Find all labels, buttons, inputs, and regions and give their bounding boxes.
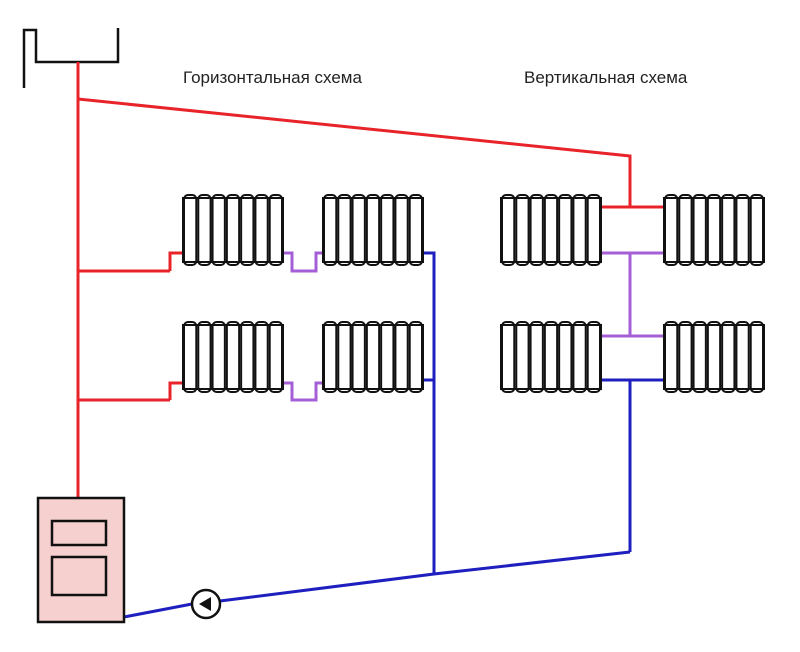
radiator-vertical-top-left [500, 194, 602, 266]
radiator-horizontal-bottom-left [182, 321, 284, 393]
boiler-icon [36, 496, 126, 624]
radiator-horizontal-bottom-right [322, 321, 424, 393]
radiator-vertical-top-right [663, 194, 765, 266]
radiator-horizontal-top-right [322, 194, 424, 266]
vertical-scheme-title: Вертикальная схема [524, 68, 688, 87]
supply-pipes [76, 62, 665, 498]
radiator-vertical-bottom-right [663, 321, 765, 393]
transition-pipes [284, 251, 665, 402]
return-pipes [123, 251, 665, 619]
radiator-horizontal-top-left [182, 194, 284, 266]
horizontal-scheme-title: Горизонтальная схема [183, 68, 362, 87]
expansion-tank-icon [22, 28, 120, 88]
radiator-vertical-bottom-left [500, 321, 602, 393]
radiators-group [182, 194, 765, 393]
pump-icon [190, 588, 222, 620]
